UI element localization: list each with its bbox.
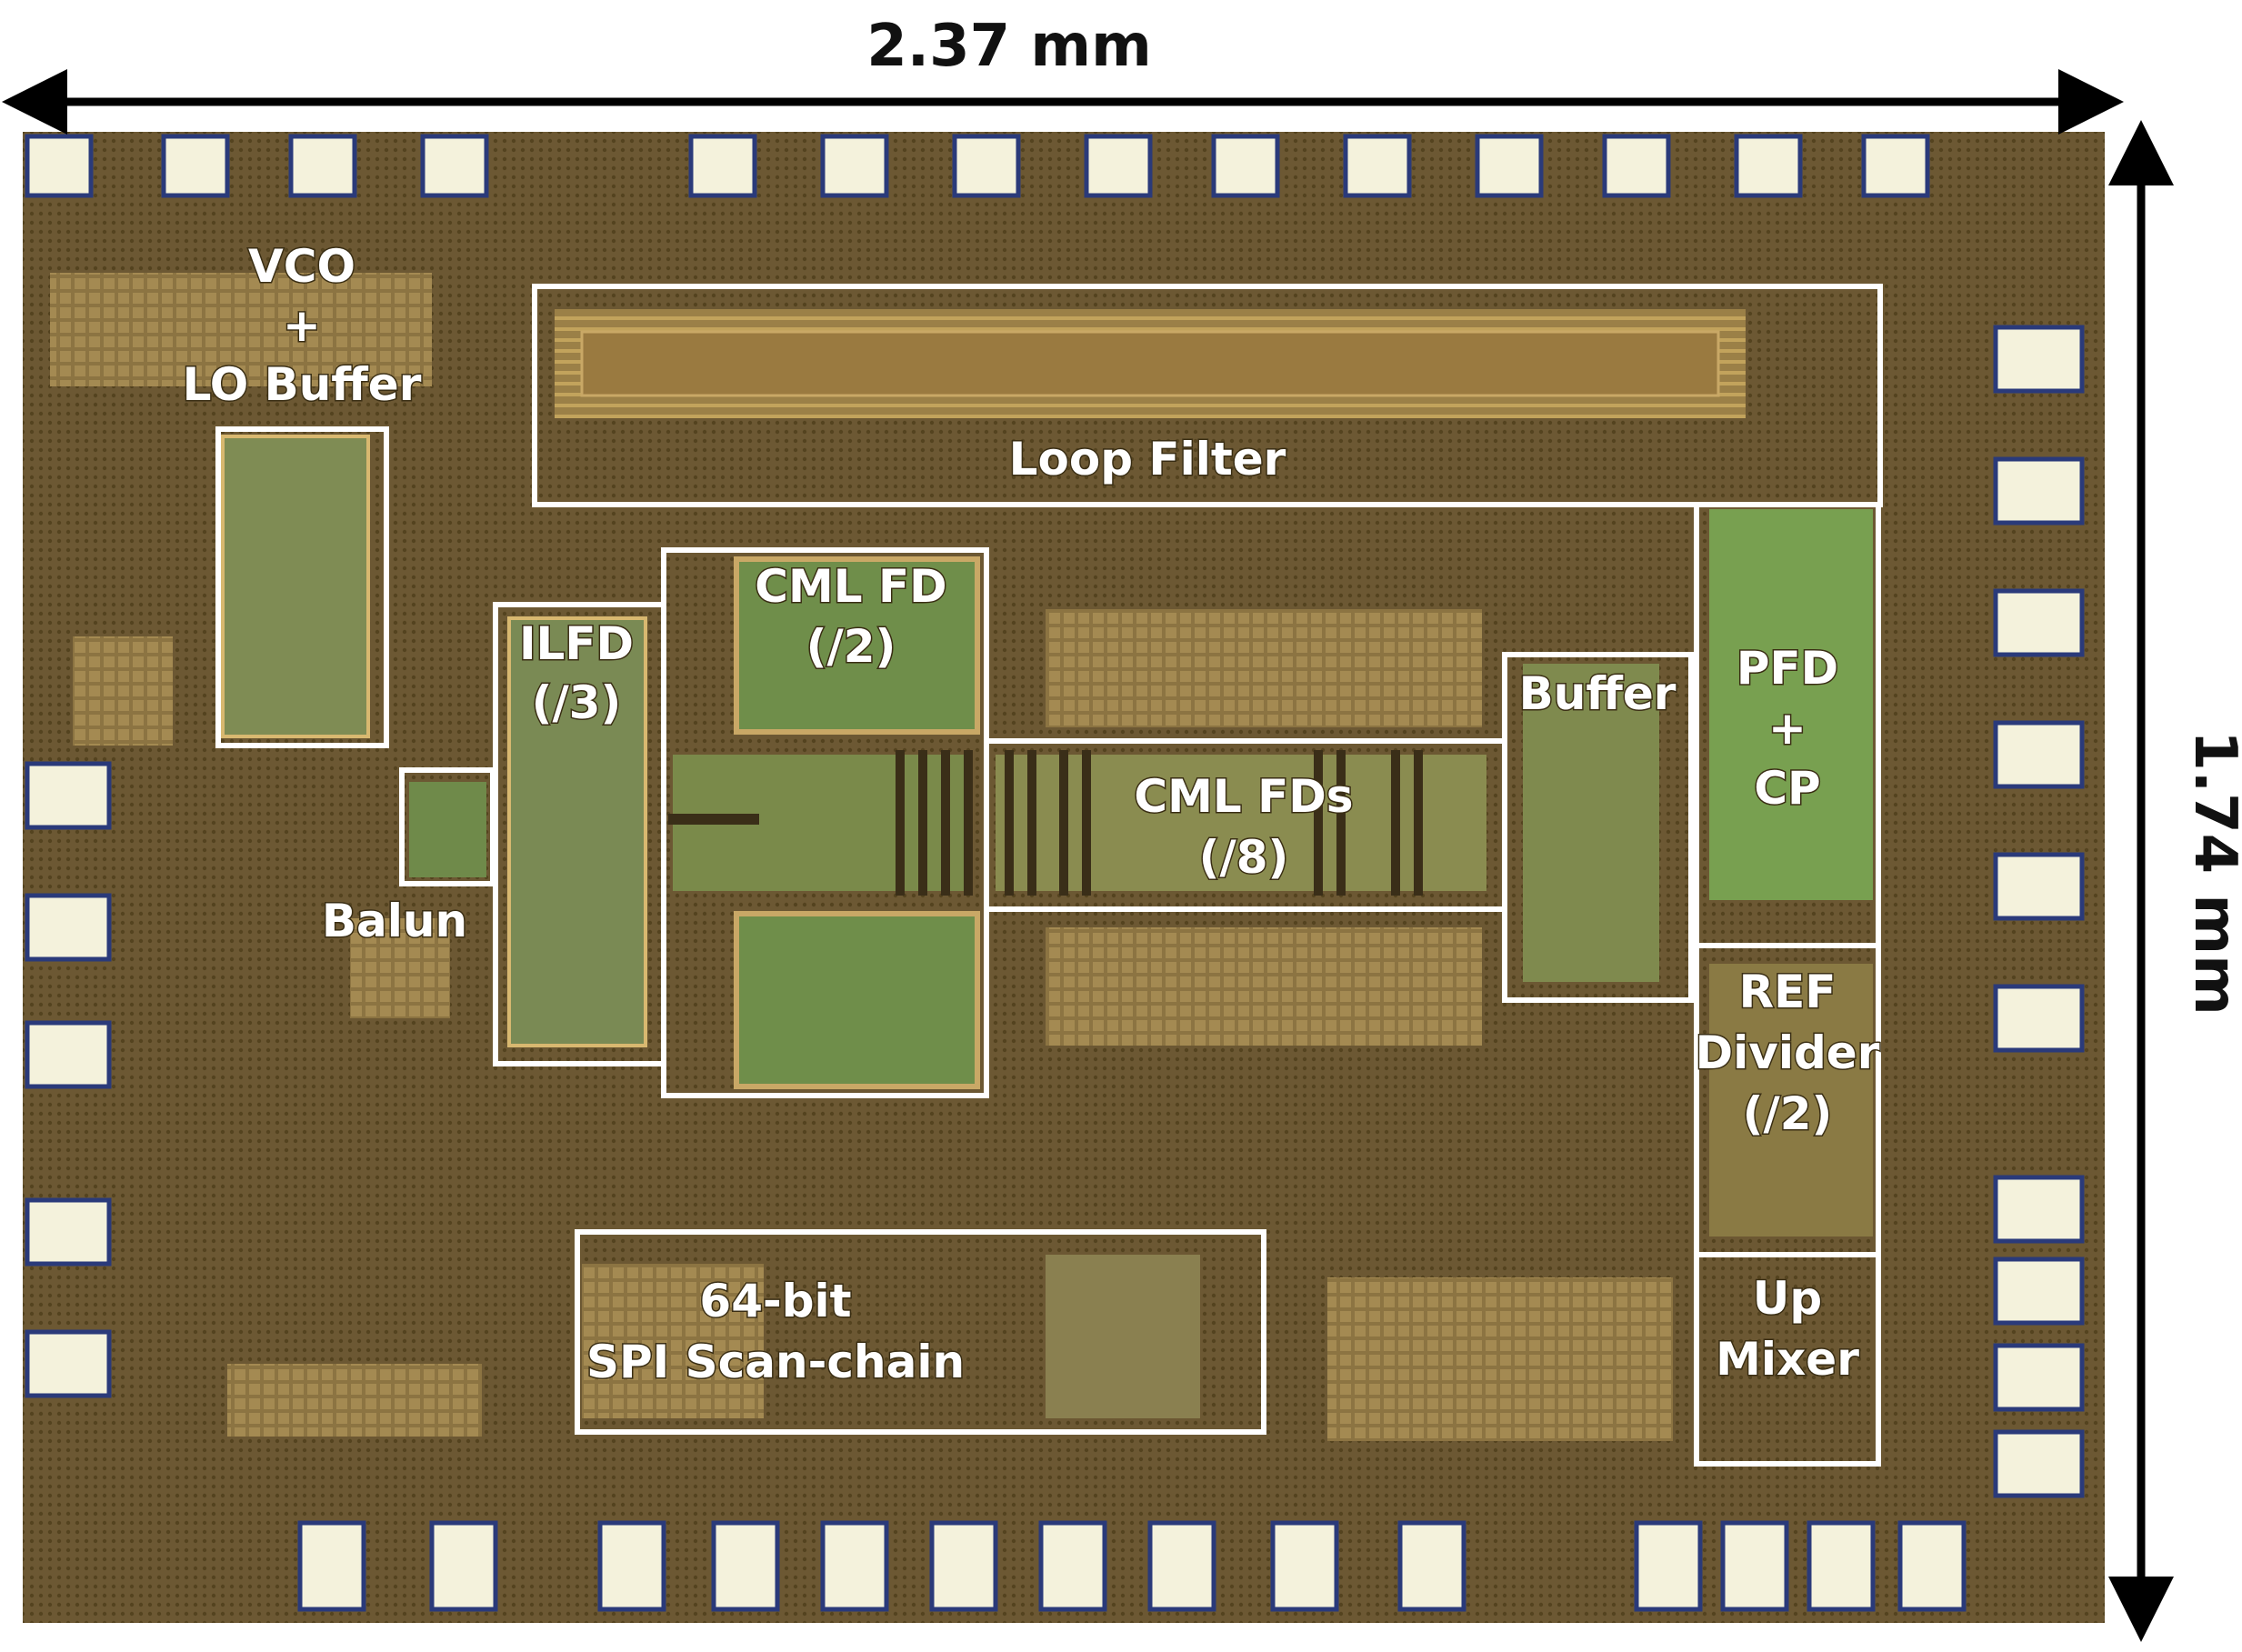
width-label: 2.37 mm [866,13,1152,80]
vco-inductor-region [50,273,432,386]
spi-label-2: SPI Scan-chain [586,1336,965,1388]
height-label: 1.74 mm [2181,730,2242,1016]
chip-die [23,132,2105,1623]
ilfd-label-2: (/3) [532,676,622,729]
bottom-grid-region [1327,1277,1673,1441]
spi-label-1: 64-bit [699,1275,851,1327]
up-mixer-box [1694,1252,1881,1467]
vco-box [215,426,389,748]
cml-fd-label-2: (/2) [806,620,896,673]
up-mixer-label-2: Mixer [1716,1333,1859,1386]
cml-fds-label-2: (/8) [1199,831,1289,884]
bond-pads [25,134,2085,1612]
ref-divider-label-1: REF [1739,966,1837,1018]
height-dimension: 1.74 mm [2108,120,2242,1642]
vco-label-3: LO Buffer [183,358,422,411]
block-labels: VCO + LO Buffer Loop Filter ILFD (/3) CM… [181,239,1881,1390]
buffer-box [1502,652,1694,1003]
block-outlines [215,284,1883,1467]
pfd-cp-label-1: PFD [1737,642,1838,695]
ref-divider-label-2: Divider [1696,1026,1880,1079]
balun-label: Balun [322,895,467,947]
cml-fds-label-1: CML FDs [1134,770,1353,823]
up-mixer-label-1: Up [1753,1272,1822,1325]
loop-filter-label: Loop Filter [1009,433,1286,486]
spi-box [575,1229,1266,1435]
pfd-cp-label-2: + [1768,702,1807,755]
vco-label-1: VCO [248,240,355,293]
buffer-label: Buffer [1519,667,1676,720]
cml-fd-label-1: CML FD [755,560,946,613]
balun-box [399,767,495,886]
vco-label-2: + [283,299,321,352]
width-dimension: 2.37 mm [2,13,2124,135]
ref-divider-label-3: (/2) [1743,1087,1833,1140]
ilfd-label-1: ILFD [519,617,634,670]
pfd-cp-label-3: CP [1754,762,1820,815]
loop-filter-box [532,284,1883,507]
bottom-left-grid [227,1364,482,1437]
